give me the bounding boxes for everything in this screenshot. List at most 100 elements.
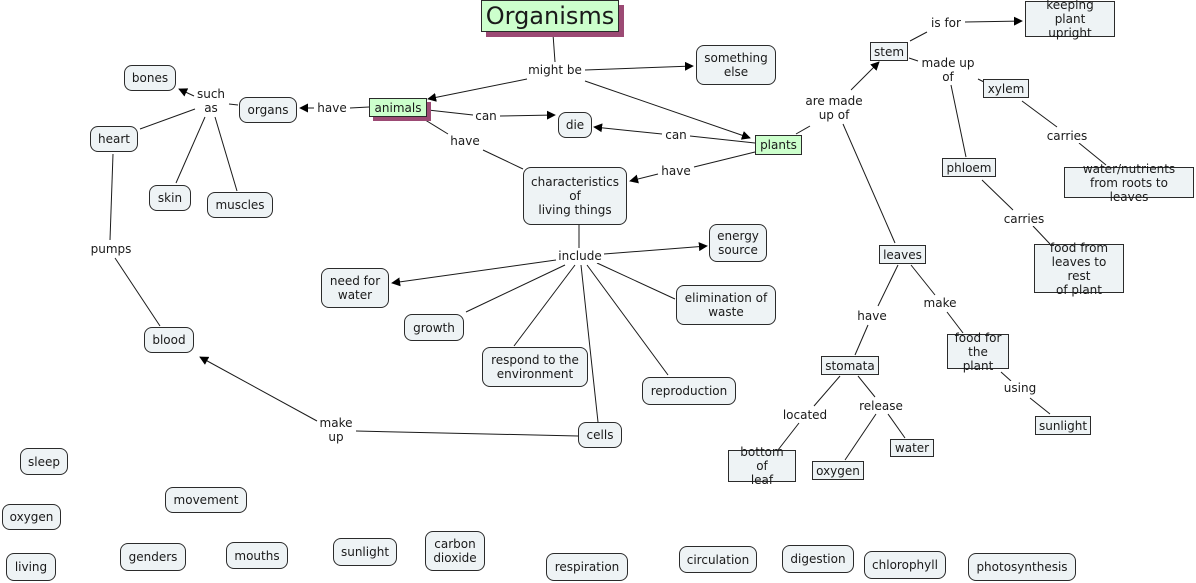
- link-label-carries-xylem[interactable]: carries: [1045, 129, 1089, 143]
- link-have-char: [482, 149, 524, 170]
- node-oxygen-linked[interactable]: oxygen: [812, 461, 864, 480]
- link-label-are-made-up-of[interactable]: are made up of: [804, 94, 864, 122]
- unlinked-concept-genders[interactable]: genders: [120, 543, 186, 571]
- node-growth[interactable]: growth: [404, 314, 464, 341]
- link-mightbe-animals: [427, 78, 528, 102]
- unlinked-concept-circulation[interactable]: circulation: [679, 546, 757, 573]
- link-release-water: [887, 413, 906, 439]
- link-aremadeupof-leaves: [842, 123, 896, 244]
- node-organs[interactable]: organs: [239, 97, 297, 123]
- link-stem-madeupof: [908, 57, 919, 62]
- link-label-release[interactable]: release: [858, 399, 904, 413]
- link-madeupof-phloem: [950, 84, 967, 158]
- link-label-located[interactable]: located: [781, 408, 829, 422]
- unlinked-concept-sunlight[interactable]: sunlight: [333, 538, 397, 566]
- link-heart-pumps: [109, 153, 114, 241]
- node-skin[interactable]: skin: [149, 185, 191, 211]
- link-animals-have-organs: [349, 106, 370, 109]
- link-label-can-animals[interactable]: can: [474, 109, 498, 123]
- node-need-for-water[interactable]: need for water: [321, 268, 389, 308]
- node-food-for-plant[interactable]: food for the plant: [947, 331, 1009, 373]
- link-label-using[interactable]: using: [1002, 381, 1038, 395]
- node-something-else[interactable]: something else: [696, 45, 776, 85]
- unlinked-concept-chlorophyll[interactable]: chlorophyll: [864, 551, 946, 579]
- link-include-energy: [603, 242, 708, 255]
- link-label-have-organs[interactable]: have: [316, 101, 348, 115]
- link-label-include[interactable]: include: [557, 249, 603, 263]
- link-label-is-for[interactable]: is for: [930, 16, 962, 30]
- node-energy-source[interactable]: energy source: [709, 224, 767, 262]
- link-can-die: [499, 110, 556, 120]
- unlinked-concept-mouths[interactable]: mouths: [226, 542, 288, 569]
- link-mightbe-plants: [584, 80, 751, 140]
- node-characteristics[interactable]: characteristics of living things: [523, 167, 627, 225]
- node-water-linked[interactable]: water: [890, 439, 934, 457]
- node-leaves[interactable]: leaves: [879, 245, 926, 264]
- link-suchas-bones: [178, 88, 195, 97]
- link-make-food: [946, 311, 964, 334]
- node-heart[interactable]: heart: [90, 126, 138, 152]
- link-animals-have: [421, 117, 449, 135]
- link-have2-char: [629, 173, 659, 184]
- node-keeping-upright[interactable]: keeping plant upright: [1025, 0, 1115, 40]
- node-phloem[interactable]: phloem: [942, 158, 996, 177]
- link-organisms-mightbe: [552, 33, 556, 63]
- node-bottom-of-leaf[interactable]: bottom of leaf: [728, 445, 796, 487]
- link-label-make-up[interactable]: make up: [318, 416, 354, 444]
- link-include-respond: [513, 264, 576, 347]
- link-animals-can: [427, 109, 474, 116]
- unlinked-concept-sleep[interactable]: sleep: [20, 448, 68, 475]
- link-using-sunlight: [1029, 397, 1051, 415]
- node-respond[interactable]: respond to the environment: [482, 347, 588, 387]
- link-carries-water: [1078, 142, 1107, 166]
- link-plants-have2: [693, 151, 756, 168]
- node-animals[interactable]: animals: [369, 98, 427, 117]
- link-include-water: [391, 259, 557, 287]
- unlinked-concept-digestion[interactable]: digestion: [782, 545, 854, 573]
- node-stomata[interactable]: stomata: [821, 356, 879, 375]
- node-sunlight-linked[interactable]: sunlight: [1035, 416, 1091, 435]
- link-leaves-make: [910, 264, 936, 296]
- unlinked-concept-oxygen[interactable]: oxygen: [2, 504, 61, 530]
- node-reproduction[interactable]: reproduction: [642, 377, 736, 405]
- link-label-pumps[interactable]: pumps: [89, 242, 133, 256]
- title-node-organisms[interactable]: Organisms: [481, 0, 619, 32]
- link-label-might-be[interactable]: might be: [527, 63, 583, 77]
- node-die[interactable]: die: [558, 112, 592, 138]
- link-phloem-carries: [981, 179, 1014, 211]
- node-stem[interactable]: stem: [870, 42, 908, 61]
- link-suchas-skin: [175, 116, 206, 184]
- link-label-made-up-of[interactable]: made up of: [920, 56, 976, 84]
- link-label-make-leaves[interactable]: make: [922, 296, 958, 310]
- node-plants[interactable]: plants: [755, 135, 802, 155]
- link-include-reproduction: [586, 264, 669, 376]
- link-label-have-plants-char[interactable]: have: [660, 164, 692, 178]
- link-pumps-blood: [114, 257, 161, 327]
- node-bones[interactable]: bones: [124, 65, 176, 91]
- link-label-can-plants[interactable]: can: [664, 128, 688, 142]
- unlinked-concept-living[interactable]: living: [6, 553, 56, 581]
- node-blood[interactable]: blood: [144, 327, 194, 353]
- link-label-such-as[interactable]: such as: [195, 87, 227, 115]
- node-food-from-leaves[interactable]: food from leaves to rest of plant: [1034, 241, 1124, 297]
- node-muscles[interactable]: muscles: [207, 192, 273, 218]
- link-can-die2: [593, 123, 663, 135]
- link-mightbe-somethingelse: [584, 61, 694, 71]
- link-leaves-have: [877, 264, 899, 307]
- unlinked-concept-respiration[interactable]: respiration: [546, 553, 628, 581]
- unlinked-concept-carbon-dioxide[interactable]: carbon dioxide: [425, 531, 485, 571]
- link-organs-suchas: [228, 103, 239, 106]
- node-elimination[interactable]: elimination of waste: [676, 285, 776, 325]
- link-label-have-animals-char[interactable]: have: [449, 134, 481, 148]
- link-makeup-blood: [199, 356, 318, 422]
- link-label-have-leaves[interactable]: have: [856, 309, 888, 323]
- node-water-nutrients[interactable]: water/nutrients from roots to leaves: [1064, 162, 1194, 204]
- node-cells[interactable]: cells: [578, 422, 622, 448]
- link-plants-aremadeupof: [795, 125, 811, 135]
- unlinked-concept-movement[interactable]: movement: [165, 487, 247, 513]
- link-cells-makeup: [355, 430, 579, 437]
- link-label-carries-phloem[interactable]: carries: [1002, 212, 1046, 226]
- node-xylem[interactable]: xylem: [983, 79, 1029, 98]
- unlinked-concept-photosynthesis[interactable]: photosynthesis: [968, 553, 1076, 581]
